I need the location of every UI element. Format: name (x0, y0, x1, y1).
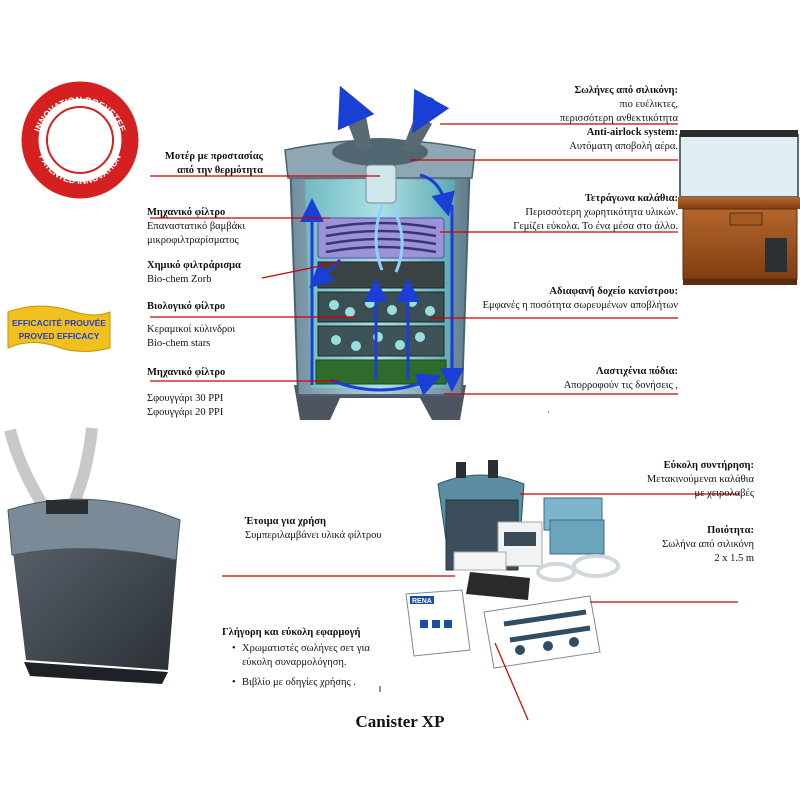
label-motor: Μοτέρ με προστασίας από την θερμότητα (165, 150, 263, 178)
label-feet-title: Λαστιχένια πόδια: (595, 366, 678, 377)
label-baskets-title: Τετράγωνα καλάθια: (584, 193, 678, 204)
label-biological-title: Βιολογικό φίλτρο (147, 301, 226, 312)
label-hoses-line-2: περισσότερη ανθεκτικότητα (559, 113, 678, 124)
label-ready-line-1: Συμπεριλαμβάνει υλικά φίλτρου (245, 530, 382, 541)
bullet-2-line-1: Βιβλίο με οδηγίες χρήσης . (242, 677, 356, 688)
label-feet-line-1: Απορροφούν τις δονήσεις , (563, 380, 678, 391)
label-canister-title: Αδιαφανή δοχείο κανίστρου: (549, 286, 678, 297)
label-maintenance: Εύκολη συντήρηση: Μετακινούμεναι καλάθια… (647, 459, 754, 501)
label-quality-line-1: Σωλήνα από σιλικόνη (662, 539, 754, 550)
label-biological-line-2: Bio-chem stars (147, 338, 211, 349)
bullet-1-line-1: Χρωματιστές σωλήνες σετ για (242, 643, 370, 654)
label-biological-line-1: Κεραμικοί κύλινδροι (147, 324, 236, 335)
label-quick: Γλήγορη και εύκολη εφαρμογή (222, 626, 361, 640)
aquarium-cabinet-illustration (678, 130, 800, 285)
label-ready: Έτοιμα για χρήση Συμπεριλαμβάνει υλικά φ… (245, 515, 382, 543)
label-hoses-line-1: πιο ευέλικτες, (619, 99, 678, 110)
cutaway-filter-illustration (284, 85, 476, 420)
patent-seal-logo: INNOVATION BREVETEE PATENTED INNOVATION (21, 81, 139, 199)
label-quality-line-2: 2 x 1.5 m (714, 553, 754, 564)
label-motor-text: από την θερμότητα (177, 165, 263, 176)
bullet-1-line-2: εύκολη συναρμολόγηση. (242, 657, 347, 668)
label-mechanical-2-line-2: Σφουγγάρι 20 PPI (147, 407, 224, 418)
label-airlock-title: Anti-airlock system: (586, 127, 678, 138)
diagram-caption: Canister XP (355, 712, 445, 731)
bullet-2: •Βιβλίο με οδηγίες χρήσης . (232, 677, 356, 688)
efficacy-badge-logo: EFFICACITÉ PROUVÉE PROVED EFFICACY (7, 305, 111, 352)
label-mechanical-1-line-1: Επαναστατικό βαμβάκι (147, 221, 246, 232)
label-chemical-title: Χημικό φιλτράρισμα (147, 260, 241, 271)
label-baskets-line-2: Γεμίζει εύκολα. Το ένα μέσα στο άλλο. (513, 221, 678, 232)
package-contents-illustration: RENA (405, 460, 620, 669)
label-maintenance-title: Εύκολη συντήρηση: (663, 460, 754, 471)
label-airlock-line-1: Αυτόματη αποβολή αέρα. (569, 141, 678, 152)
label-baskets-line-1: Περισσότερη χωρητικότητα υλικών. (525, 207, 678, 218)
label-ready-title: Έτοιμα για χρήση (245, 516, 326, 527)
label-mechanical-1: Μηχανικό φίλτρο Επαναστατικό βαμβάκι μικ… (147, 206, 245, 248)
label-biological: Βιολογικό φίλτρο Κεραμικοί κύλινδροι Bio… (147, 300, 235, 351)
label-mechanical-2-title: Μηχανικό φίλτρο (147, 367, 226, 378)
label-quality-title: Ποιότητα: (707, 525, 754, 536)
label-airlock: Anti-airlock system: Αυτόματη αποβολή αέ… (569, 126, 678, 154)
label-quick-title: Γλήγορη και εύκολη εφαρμογή (222, 627, 361, 638)
label-canister-line-1: Εμφανές η ποσότητα σωρευμένων αποβλήτων (482, 300, 678, 311)
label-baskets: Τετράγωνα καλάθια: Περισσότερη χωρητικότ… (513, 192, 678, 234)
label-chemical-line-1: Bio-chem Zorb (147, 274, 212, 285)
callout-lines (150, 123, 740, 721)
efficacy-line-1: EFFICACITÉ PROUVÉE (12, 318, 106, 328)
label-motor-title: Μοτέρ με προστασίας (164, 151, 263, 162)
manual-brand-text: RENA (412, 598, 432, 605)
bullet-1-cont: εύκολη συναρμολόγηση. (242, 656, 347, 670)
label-feet: Λαστιχένια πόδια: Απορροφούν τις δονήσει… (564, 365, 678, 393)
label-hoses-title: Σωλήνες από σιλικόνη: (574, 85, 678, 96)
efficacy-line-2: PROVED EFFICACY (19, 331, 100, 341)
label-maintenance-line-2: με χειρολαβές (694, 488, 754, 499)
label-mechanical-1-title: Μηχανικό φίλτρο (147, 207, 226, 218)
label-mechanical-2: Μηχανικό φίλτρο Σφουγγάρι 30 PPI Σφουγγά… (147, 366, 225, 420)
tick-marks (379, 411, 549, 692)
label-hoses: Σωλήνες από σιλικόνη: πιο ευέλικτες, περ… (560, 84, 678, 126)
label-quality: Ποιότητα: Σωλήνα από σιλικόνη 2 x 1.5 m (662, 524, 754, 566)
label-mechanical-1-line-2: μικροφιλτραρίσματος (147, 235, 239, 246)
label-mechanical-2-line-1: Σφουγγάρι 30 PPI (147, 393, 224, 404)
bullet-1: •Χρωματιστές σωλήνες σετ για (232, 643, 370, 654)
label-canister: Αδιαφανή δοχείο κανίστρου: Εμφανές η ποσ… (483, 285, 678, 313)
label-chemical: Χημικό φιλτράρισμα Bio-chem Zorb (147, 259, 241, 287)
label-maintenance-line-1: Μετακινούμεναι καλάθια (646, 474, 754, 485)
external-canister-illustration (4, 427, 181, 684)
